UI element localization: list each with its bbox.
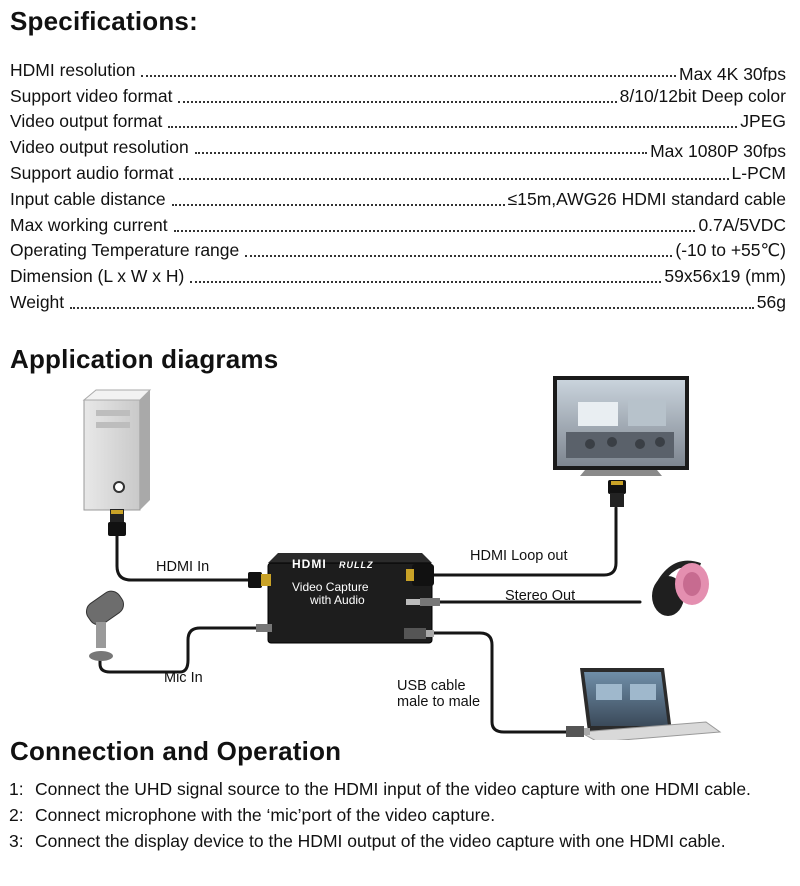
hdmi-plug-icon xyxy=(608,480,626,507)
capture-device-image xyxy=(267,553,433,644)
leader-dots xyxy=(70,306,754,309)
spec-value: L-PCM xyxy=(731,162,786,183)
microphone-image xyxy=(85,590,125,661)
spec-row: Input cable distance ≤15m,AWG26 HDMI stan… xyxy=(10,184,786,210)
leader-dots xyxy=(190,280,662,284)
usb-plug-icon xyxy=(566,726,590,737)
step-item: 1: Connect the UHD signal source to the H… xyxy=(9,776,795,802)
hdmi-loop-out-label: HDMI Loop out xyxy=(470,548,568,564)
spec-row: Video output resolution Max 1080P 30fps xyxy=(10,132,786,158)
leader-dots xyxy=(171,203,505,206)
step-text: Connect the UHD signal source to the HDM… xyxy=(35,779,751,799)
laptop-image xyxy=(578,668,722,740)
cables xyxy=(98,506,642,734)
usb-plug-icon xyxy=(404,628,434,639)
diagram-illustration xyxy=(82,376,722,740)
leader-dots xyxy=(245,254,673,258)
spec-row: Support video format 8/10/12bit Deep colo… xyxy=(10,81,786,107)
hdmi-plug-icon xyxy=(248,572,271,588)
headphones-image xyxy=(652,560,709,616)
audio-jack-icon xyxy=(406,598,440,606)
audio-jack-icon xyxy=(256,624,272,632)
tv-display-image xyxy=(553,376,689,476)
spec-name: Max working current xyxy=(10,214,168,235)
mic-in-label: Mic In xyxy=(164,670,203,686)
spec-value: Max 4K 30fps xyxy=(679,63,786,81)
step-number: 2: xyxy=(9,805,24,825)
application-diagrams-heading: Application diagrams xyxy=(10,344,279,374)
spec-name: Support video format xyxy=(10,85,173,106)
device-label-line1: Video Capture xyxy=(292,580,369,594)
spec-row: Support audio format L-PCM xyxy=(10,158,786,184)
spec-row: HDMI resolution Max 4K 30fps xyxy=(10,55,786,81)
spec-name: Input cable distance xyxy=(10,188,166,209)
leader-dots xyxy=(141,74,676,77)
spec-value: Max 1080P 30fps xyxy=(650,141,786,159)
usb-cable-label: USB cable xyxy=(397,678,466,694)
spec-value: (-10 to +55℃) xyxy=(675,240,786,261)
connection-steps: 1: Connect the UHD signal source to the H… xyxy=(9,776,795,854)
spec-name: Weight xyxy=(10,291,65,312)
device-brand-logo: HDMI RULLZ xyxy=(292,557,374,571)
hdmi-in-label: HDMI In xyxy=(156,559,210,575)
spec-row: Dimension (L x W x H) 59x56x19 (mm) xyxy=(10,261,786,287)
spec-value: 0.7A/5VDC xyxy=(698,214,786,235)
hdmi-plug-icon xyxy=(108,509,126,536)
spec-name: Dimension (L x W x H) xyxy=(10,266,185,287)
spec-name: HDMI resolution xyxy=(10,59,136,80)
step-number: 3: xyxy=(9,831,24,851)
step-text: Connect the display device to the HDMI o… xyxy=(35,831,726,851)
spec-value: JPEG xyxy=(740,111,786,132)
step-number: 1: xyxy=(9,779,24,799)
hdmi-plug-icon xyxy=(406,564,434,586)
usb-cable-type-label: male to male xyxy=(397,694,481,710)
spec-name: Operating Temperature range xyxy=(10,240,240,261)
leader-dots xyxy=(179,177,729,180)
device-label-line2: with Audio xyxy=(310,593,365,607)
spec-row: Video output format JPEG xyxy=(10,107,786,133)
specifications-list: HDMI resolution Max 4K 30fps Support vide… xyxy=(10,55,786,313)
spec-row: Operating Temperature range (-10 to +55℃) xyxy=(10,236,786,262)
spec-row: Max working current 0.7A/5VDC xyxy=(10,210,786,236)
spec-value: 8/10/12bit Deep color xyxy=(619,85,786,106)
spec-value: ≤15m,AWG26 HDMI standard cable xyxy=(507,188,786,209)
spec-value: 56g xyxy=(756,291,786,312)
step-item: 3: Connect the display device to the HDMI… xyxy=(9,828,795,854)
spec-value: 59x56x19 (mm) xyxy=(664,266,786,287)
leader-dots xyxy=(178,100,617,103)
pc-tower-image xyxy=(82,389,152,511)
spec-name: Support audio format xyxy=(10,162,174,183)
leader-dots xyxy=(194,151,648,155)
connection-operation-heading: Connection and Operation xyxy=(10,736,342,766)
leader-dots xyxy=(173,229,696,232)
spec-row: Weight 56g xyxy=(10,287,786,313)
step-item: 2: Connect microphone with the ‘mic’port … xyxy=(9,802,795,828)
step-text: Connect microphone with the ‘mic’port of… xyxy=(35,805,496,825)
application-diagram: HDMI RULLZ Video Capture with Audio HDMI… xyxy=(0,370,800,740)
stereo-out-label: Stereo Out xyxy=(505,588,576,604)
spec-name: Video output format xyxy=(10,111,163,132)
spec-name: Video output resolution xyxy=(10,137,189,158)
specifications-heading: Specifications: xyxy=(10,6,198,36)
leader-dots xyxy=(168,125,738,129)
